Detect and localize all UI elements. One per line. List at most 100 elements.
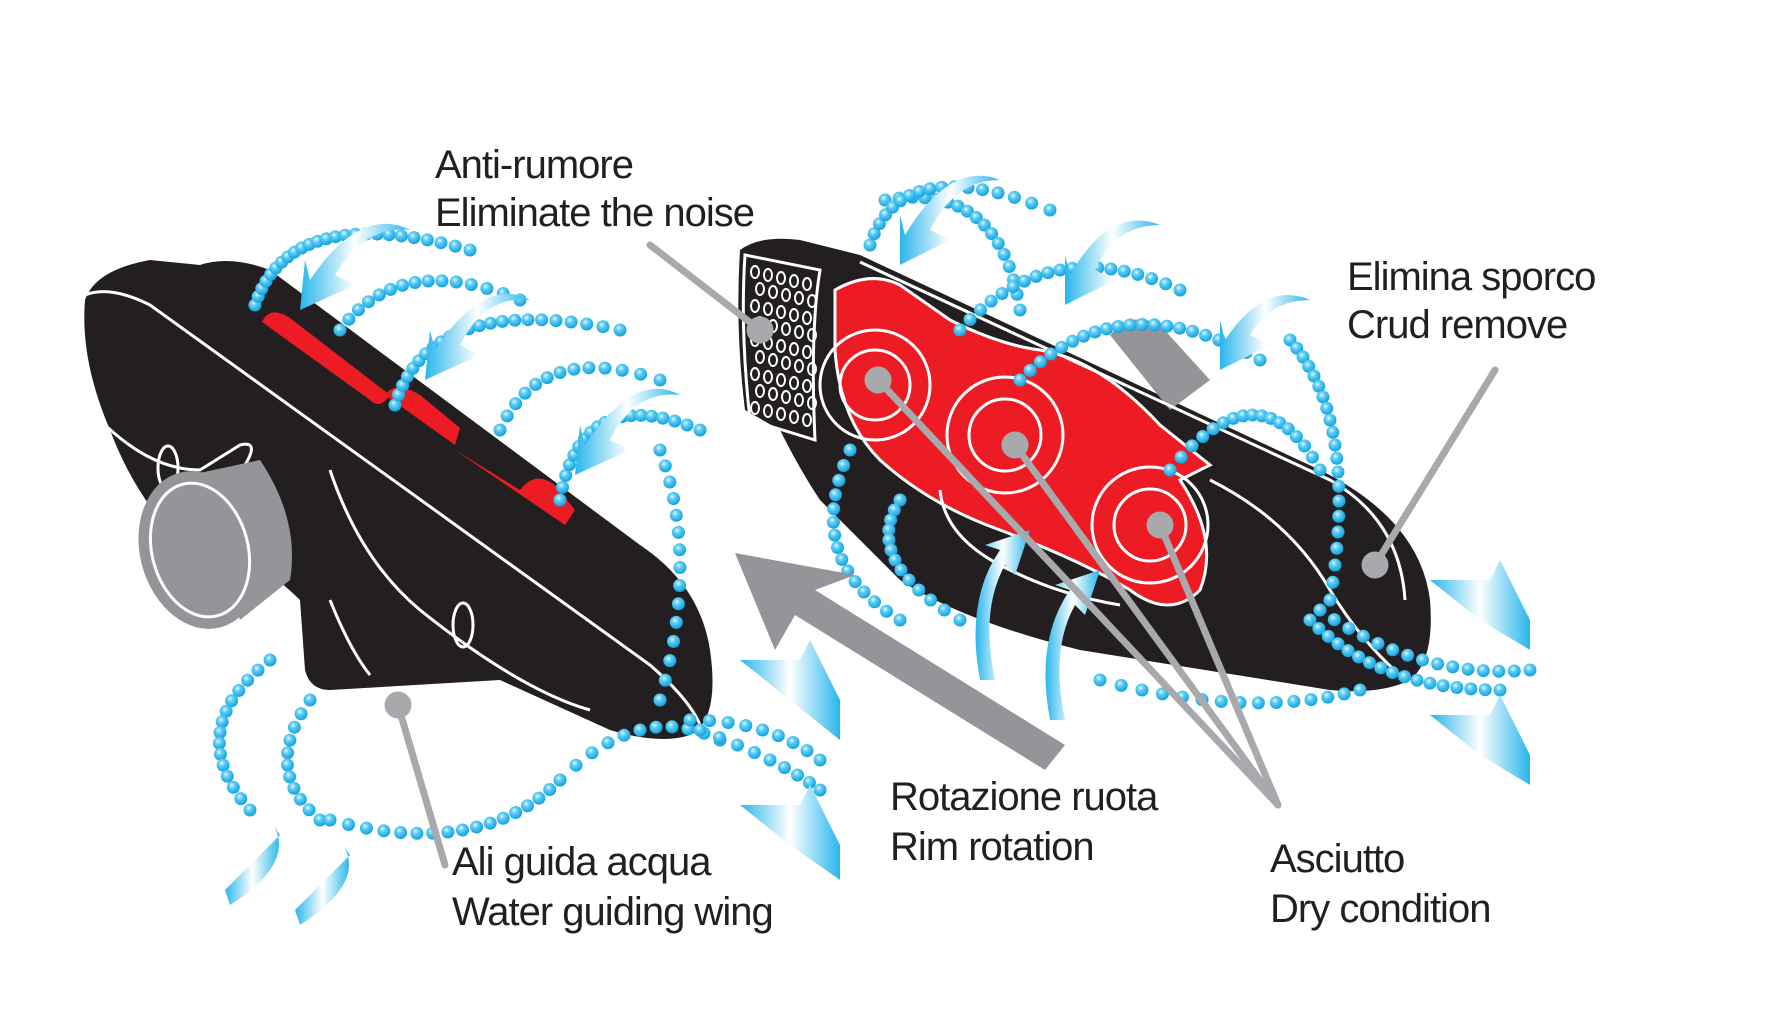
vent-hole xyxy=(789,274,799,288)
water-droplet xyxy=(634,408,648,422)
callout-anti-noise: Anti-rumore Eliminate the noise xyxy=(435,143,755,235)
water-droplet xyxy=(923,182,937,196)
water-droplet xyxy=(1111,320,1125,333)
vent-hole xyxy=(781,288,791,302)
water-droplet xyxy=(831,541,844,554)
water-droplet xyxy=(377,824,391,838)
water-droplet xyxy=(1145,272,1159,286)
water-droplet xyxy=(1206,422,1220,436)
water-droplet xyxy=(1269,696,1283,709)
water-droplet xyxy=(281,758,294,772)
vent-hole xyxy=(776,407,786,421)
water-droplet xyxy=(1327,613,1341,627)
water-droplet xyxy=(410,826,424,840)
water-droplet xyxy=(421,274,435,288)
water-droplet xyxy=(540,371,554,385)
water-droplet xyxy=(1386,643,1400,657)
water-droplet xyxy=(287,781,301,795)
water-droplet xyxy=(287,720,301,734)
water-droplet xyxy=(556,480,569,494)
water-droplet xyxy=(1123,318,1137,332)
water-droplet xyxy=(669,615,683,629)
vent-hole xyxy=(794,359,804,373)
vent-hole xyxy=(755,282,765,296)
vent-hole xyxy=(776,339,786,353)
water-droplet xyxy=(232,684,246,697)
water-droplet xyxy=(693,423,707,437)
water-droplet xyxy=(1043,203,1057,217)
water-droplet xyxy=(667,492,680,505)
water-droplet xyxy=(991,186,1005,200)
water-droplet xyxy=(1053,263,1067,277)
water-droplet xyxy=(791,768,804,782)
water-droplet xyxy=(509,806,523,819)
flow-arrow-icon xyxy=(975,530,1030,680)
water-droplet xyxy=(351,303,365,317)
water-droplet xyxy=(472,319,486,333)
water-droplet xyxy=(887,503,901,517)
water-droplet xyxy=(456,823,469,837)
water-droplet xyxy=(832,473,846,487)
water-droplet xyxy=(1316,390,1330,404)
water-droplet xyxy=(359,821,373,835)
water-droplet xyxy=(463,243,477,257)
water-droplet xyxy=(226,780,240,794)
water-droplet xyxy=(671,525,685,539)
water-droplet xyxy=(1401,648,1415,662)
water-droplet xyxy=(1341,644,1355,658)
water-droplet xyxy=(1114,678,1128,692)
water-droplet xyxy=(333,323,347,337)
water-droplet xyxy=(394,826,408,839)
water-droplet xyxy=(1352,650,1366,664)
water-droplet xyxy=(1320,401,1334,415)
water-droplet xyxy=(1337,687,1351,701)
water-droplet xyxy=(407,231,421,245)
water-droplet xyxy=(658,673,672,687)
water-droplet xyxy=(395,278,409,292)
water-droplet xyxy=(813,783,827,797)
water-droplet xyxy=(283,770,297,784)
water-droplet xyxy=(1287,694,1301,708)
water-droplet xyxy=(1312,379,1326,393)
water-droplet xyxy=(1186,324,1199,338)
water-droplet xyxy=(1331,637,1345,651)
water-droplet xyxy=(826,515,840,529)
water-droplet xyxy=(843,443,857,457)
water-droplet xyxy=(1055,340,1069,354)
left-pad-body xyxy=(84,260,713,739)
water-droplet xyxy=(1398,670,1412,684)
water-droplet xyxy=(464,278,478,291)
water-droplet xyxy=(771,729,785,743)
water-droplet xyxy=(553,773,567,787)
water-droplet xyxy=(234,792,248,806)
water-droplet xyxy=(828,528,842,542)
water-droplet xyxy=(529,377,543,391)
water-droplet xyxy=(601,736,615,750)
water-droplet xyxy=(251,663,265,677)
water-droplet xyxy=(683,713,697,727)
vent-hole xyxy=(789,342,799,356)
water-droplet xyxy=(1093,673,1107,687)
callout-water-wing-english: Water guiding wing xyxy=(452,890,773,934)
water-droplet xyxy=(1431,657,1445,671)
flow-arrow-icon xyxy=(1065,220,1160,305)
vent-hole xyxy=(794,393,804,407)
vent-hole xyxy=(750,401,760,415)
water-droplet xyxy=(1305,450,1319,464)
water-droplet xyxy=(362,295,375,309)
right-pad-rotor-rings xyxy=(818,328,1210,585)
water-droplet xyxy=(649,720,663,734)
vent-hole xyxy=(789,376,799,390)
water-droplet xyxy=(656,411,670,425)
water-droplet xyxy=(500,409,514,423)
water-droplet xyxy=(1281,422,1295,436)
callout-rim-rotation-italian: Rotazione ruota xyxy=(890,775,1159,819)
water-droplet xyxy=(1461,662,1475,676)
vent-hole xyxy=(763,302,773,316)
water-droplet xyxy=(997,247,1011,261)
water-droplet xyxy=(882,533,896,547)
water-droplet xyxy=(1332,494,1346,508)
water-droplet xyxy=(667,634,680,648)
callout-dry-condition: Asciutto Dry condition xyxy=(1270,837,1491,931)
flow-arrow-icon xyxy=(740,785,840,880)
